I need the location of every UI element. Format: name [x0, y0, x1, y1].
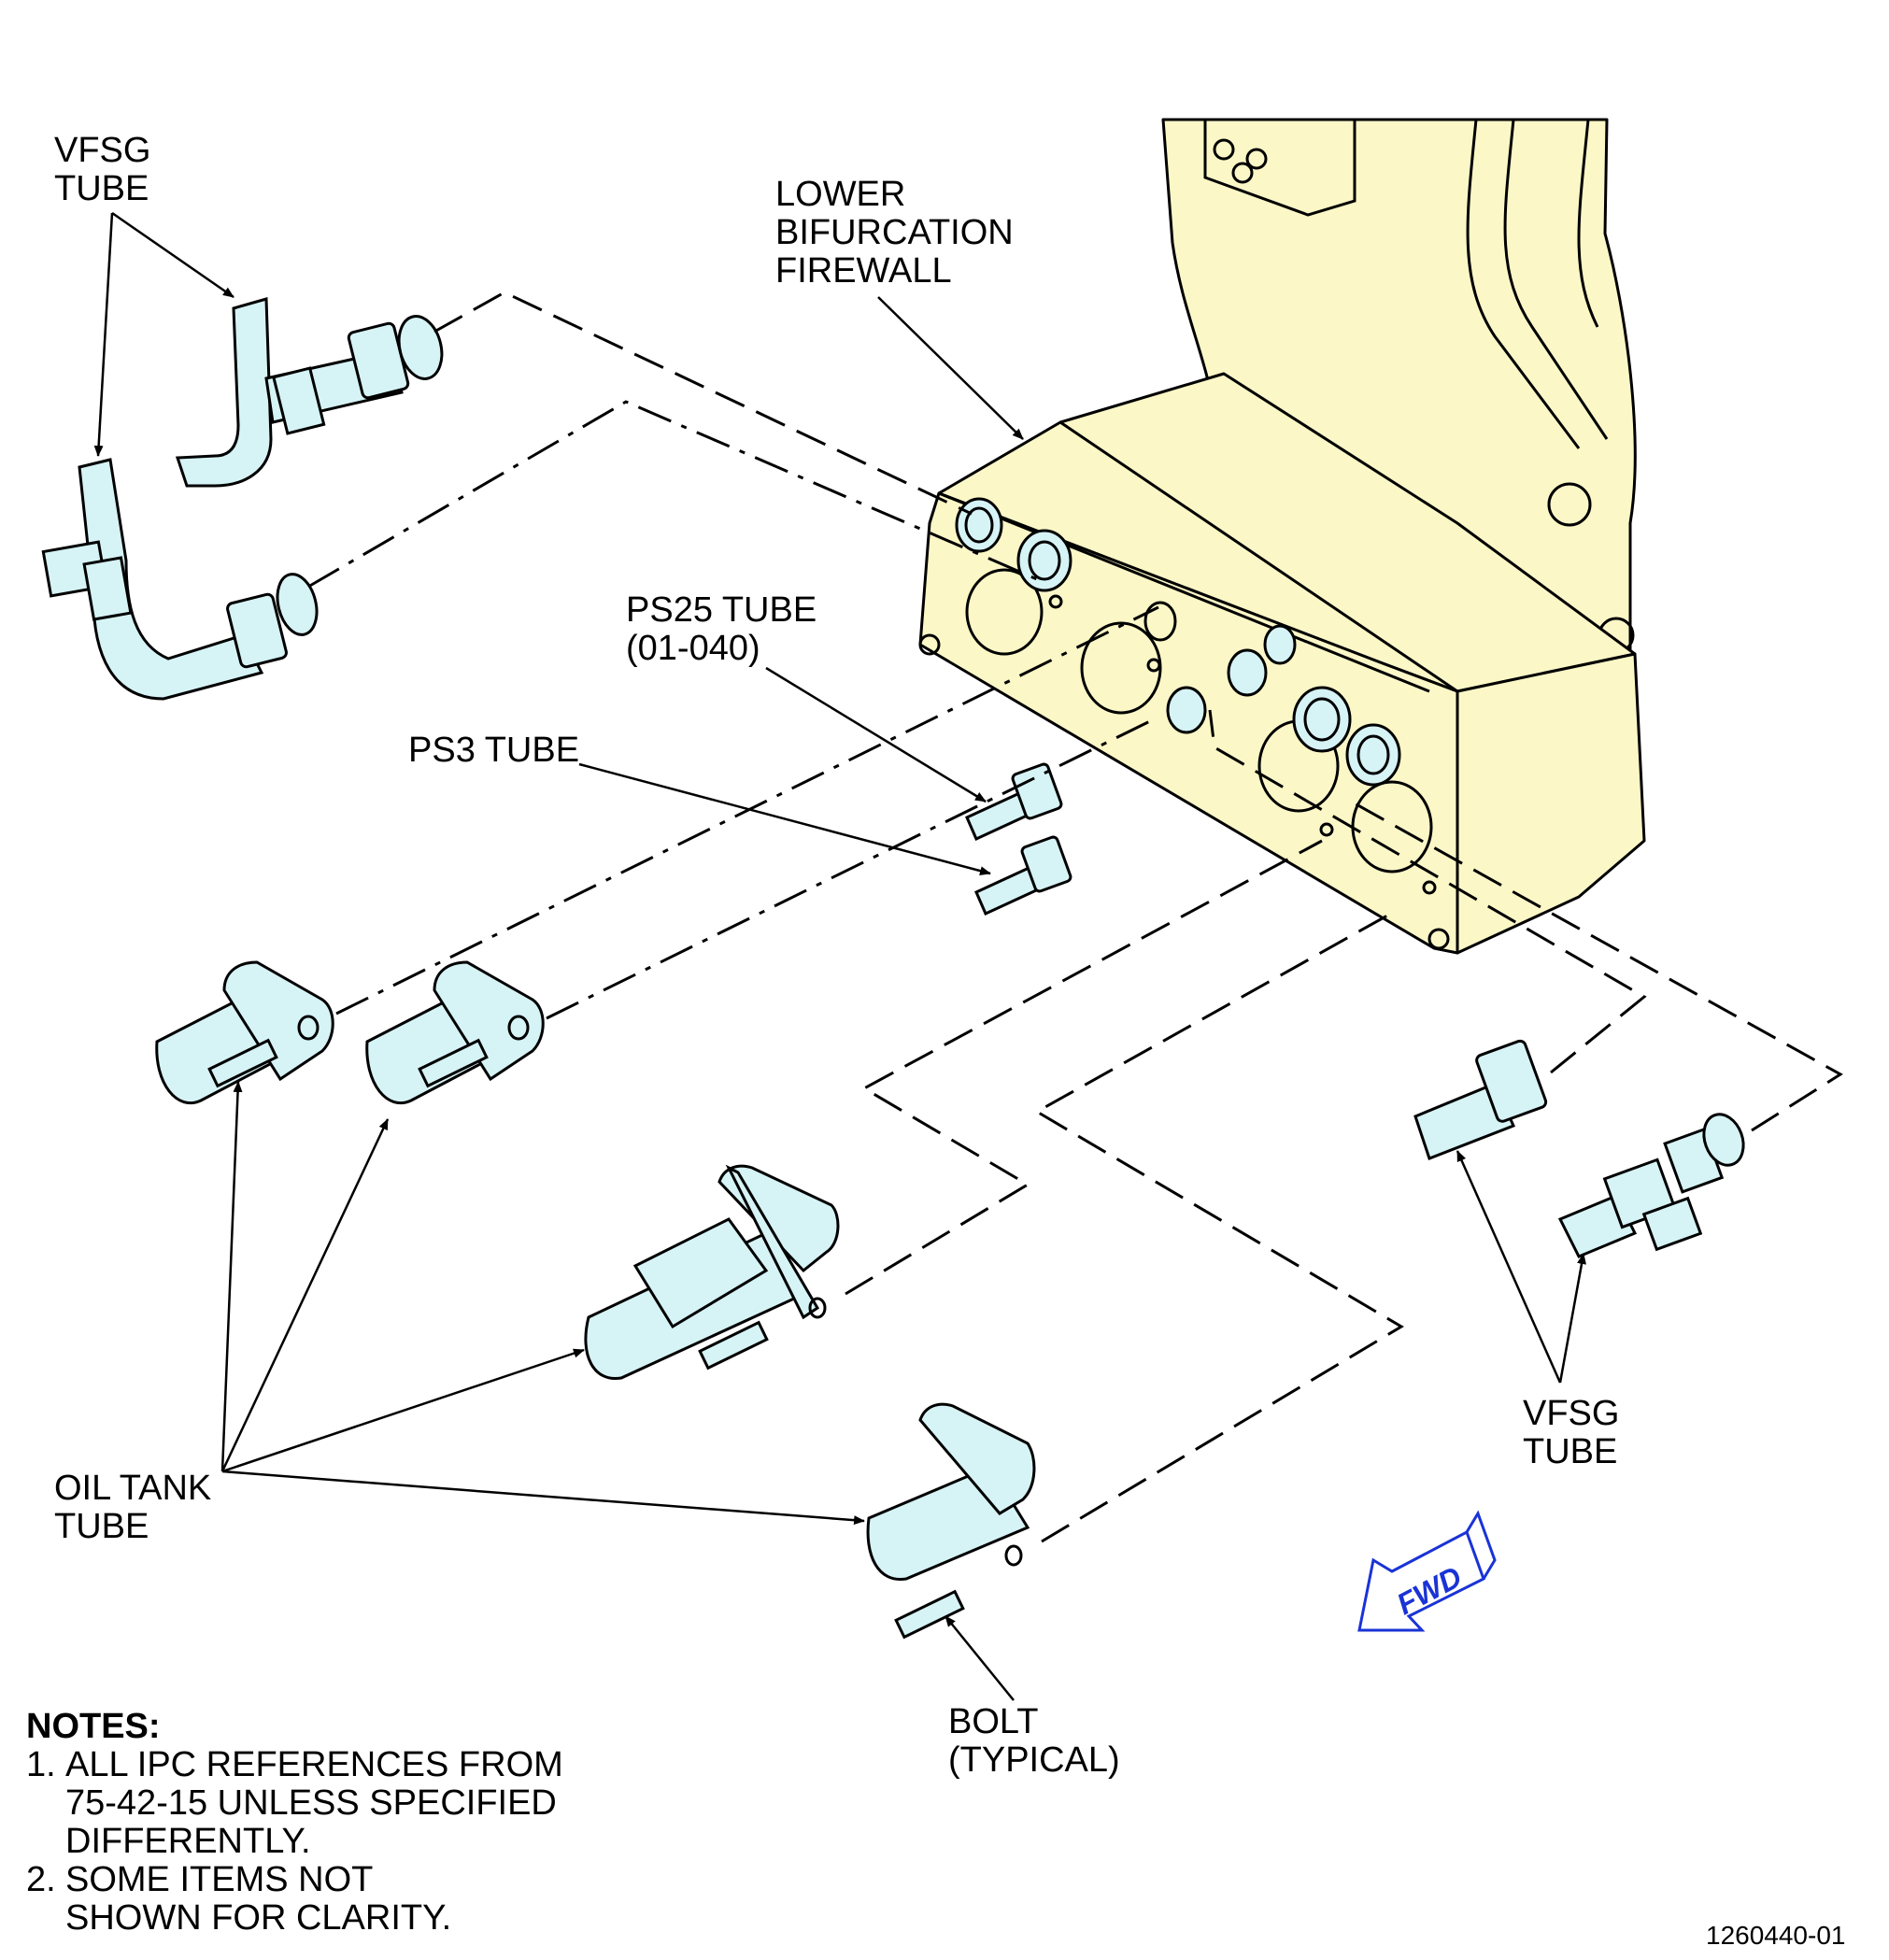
notes-block: NOTES: 1. ALL IPC REFERENCES FROM 75-42-… [26, 1708, 605, 1938]
firewall-port-2 [965, 529, 1072, 656]
oil-tank-tube-4 [866, 1402, 1036, 1640]
note-line: SOME ITEMS NOT [65, 1860, 374, 1899]
note-item-1: 1. ALL IPC REFERENCES FROM 75-42-15 UNLE… [26, 1746, 605, 1861]
firewall-bolt-hole-6 [1427, 928, 1450, 950]
firewall-port-5 [1257, 686, 1352, 813]
tower-bracket [1203, 120, 1356, 217]
label-ps3-tube: PS3 TUBE [408, 731, 579, 770]
label-lower-bifurcation-firewall: LOWER BIFURCATION FIREWALL [775, 175, 1023, 291]
label-oil-tank-tube: OIL TANK TUBE [54, 1469, 221, 1546]
centerline-oil-4 [1033, 914, 1404, 1543]
note-line: 75-42-15 UNLESS SPECIFIED [65, 1783, 557, 1823]
ps3-tube [974, 835, 1072, 916]
ps25-tube [965, 762, 1063, 842]
fwd-arrow: FWD [1357, 1510, 1497, 1632]
leader-vfsg-right-2 [1558, 1253, 1586, 1384]
centerline-vfsg-lower [307, 400, 1038, 589]
firewall-assembly [918, 118, 1646, 955]
oil-tank-tube-3 [584, 1164, 840, 1381]
tower-hole-3 [1231, 162, 1254, 184]
centerline-oil-1 [335, 605, 1159, 1016]
centerline-vfsg-right-1 [1208, 709, 1647, 1074]
leader-firewall [877, 296, 1024, 440]
tower-pipe-left-edge [1503, 119, 1609, 440]
vfsg-tube-right-1 [1413, 1039, 1548, 1160]
vfsg-tube-right-2 [1557, 1113, 1745, 1258]
oil-tank-tube-2 [365, 960, 545, 1105]
leaders [93, 211, 1586, 1701]
tower-hole-1 [1213, 138, 1235, 161]
leader-oil-1 [220, 1081, 243, 1472]
firewall-front-edge [938, 491, 1430, 693]
centerline-oil-2 [546, 717, 1155, 1020]
leader-vfsg-top-2 [93, 212, 114, 457]
leader-oil-2 [220, 1118, 390, 1472]
firewall-bolt-hole-2 [1048, 594, 1063, 609]
note-line: DIFFERENTLY. [65, 1822, 311, 1861]
figure-number: 1260440-01 [1706, 1921, 1846, 1950]
label-bolt-typical: BOLT (TYPICAL) [948, 1702, 1120, 1780]
firewall-port-3 [1080, 601, 1177, 715]
firewall-bolt-hole-1 [918, 633, 941, 656]
leader-vfsg-right-1 [1456, 1150, 1562, 1384]
leader-ps3 [578, 762, 991, 876]
tower-pipe-left [1466, 119, 1581, 449]
note-number: 1. [26, 1745, 56, 1784]
leader-bolt [944, 1615, 1015, 1701]
firewall-bolt-hole-4 [1319, 822, 1334, 837]
note-number: 2. [26, 1860, 56, 1899]
leader-vfsg-top-1 [111, 211, 234, 299]
leader-oil-3 [221, 1348, 585, 1473]
leader-oil-4 [221, 1470, 865, 1526]
centerline-vfsg-right-2 [1354, 802, 1843, 1132]
centerline-oil-3 [845, 839, 1323, 1296]
label-vfsg-tube-right: VFSG TUBE [1523, 1394, 1629, 1471]
firewall-box-right [1456, 652, 1646, 955]
firewall-port-1 [955, 497, 1003, 553]
label-ps25-tube: PS25 TUBE (01-040) [626, 590, 827, 668]
tower-hole-2 [1245, 148, 1268, 170]
firewall-bolt-hole-5 [1422, 880, 1437, 895]
note-line: SHOWN FOR CLARITY. [65, 1898, 452, 1938]
tower-pipe-right [1577, 119, 1599, 328]
firewall-box-edge [1059, 420, 1458, 693]
note-item-2: 2. SOME ITEMS NOT SHOWN FOR CLARITY. [26, 1861, 605, 1938]
firewall-port-4 [1166, 624, 1297, 734]
vfsg-tube-upper [175, 297, 444, 488]
notes-heading: NOTES: [26, 1707, 161, 1746]
oil-tank-tube-1 [155, 960, 334, 1105]
vfsg-tube-lower [41, 458, 319, 701]
note-line: ALL IPC REFERENCES FROM [65, 1745, 563, 1784]
firewall-bolt-hole-3 [1146, 658, 1161, 673]
leader-ps25 [765, 666, 987, 803]
firewall-upper-tower [1161, 118, 1637, 675]
label-vfsg-tube-top: VFSG TUBE [54, 131, 161, 208]
tower-boss-1 [1547, 482, 1592, 527]
centerline-vfsg-upper [433, 291, 973, 516]
